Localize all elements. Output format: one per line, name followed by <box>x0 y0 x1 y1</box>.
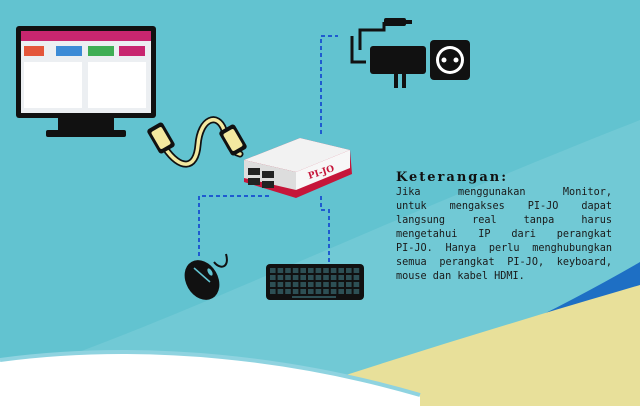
monitor-icon <box>16 26 156 137</box>
desc-line: mouse dan kabel HDMI. <box>396 271 525 282</box>
keyboard-icon <box>266 264 364 300</box>
pi-case-icon <box>244 138 352 198</box>
desc-line: semua perangkat PI-JO, keyboard, <box>396 257 612 268</box>
keterangan-title: Keterangan: <box>396 170 509 185</box>
desc-line: untuk mengakses PI-JO dapat <box>396 201 612 212</box>
desc-line: langsung real tanpa harus <box>396 215 612 226</box>
desc-line: mengetahui IP dari perangkat <box>396 229 612 240</box>
desc-line: PI-JO. Hanya perlu menghubungkan <box>396 243 612 254</box>
background-waves <box>0 120 640 406</box>
mouse-icon <box>184 253 228 300</box>
connector-lines <box>198 35 338 262</box>
hdmi-cable-icon <box>147 116 247 168</box>
desc-line: Jika menggunakan Monitor, <box>396 187 612 198</box>
wall-socket-icon <box>430 40 470 80</box>
power-adapter-icon <box>350 18 426 88</box>
keterangan-description: Jika menggunakan Monitor, untuk mengakse… <box>396 186 612 284</box>
